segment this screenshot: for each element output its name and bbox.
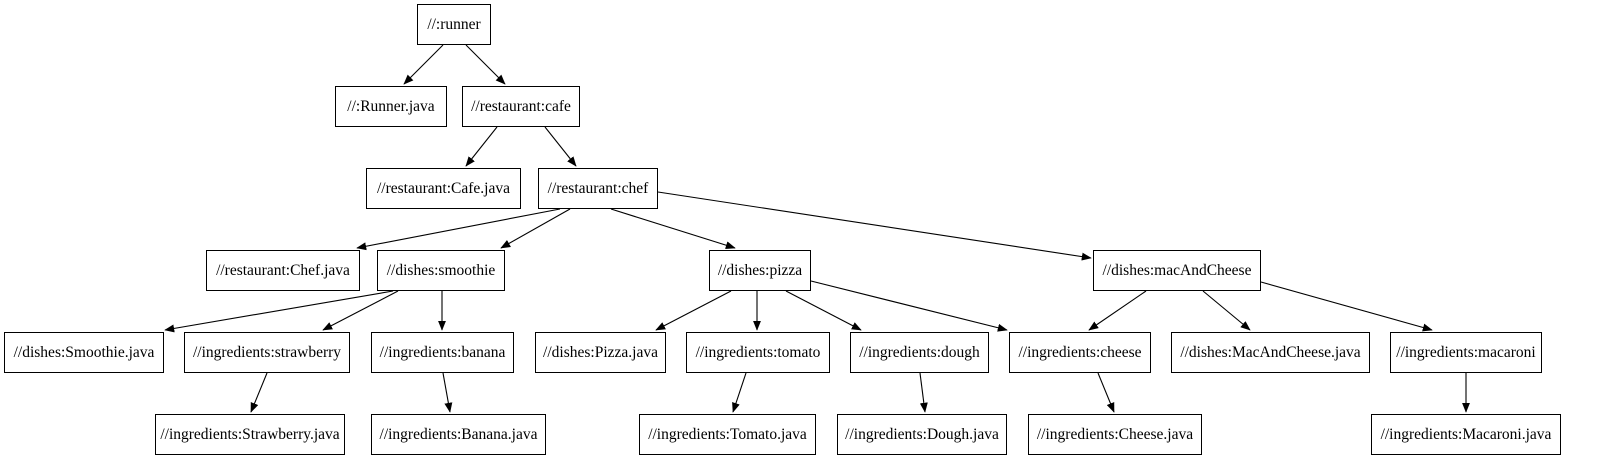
graph-edge: [164, 290, 394, 333]
graph-node-label: //:runner: [427, 15, 481, 33]
graph-node-label: //ingredients:Banana.java: [379, 425, 538, 443]
graph-node-cafe_java[interactable]: //restaurant:Cafe.java: [366, 168, 521, 209]
graph-node-label: //ingredients:Tomato.java: [648, 425, 807, 443]
graph-edge: [465, 126, 498, 167]
graph-node-label: //dishes:Smoothie.java: [13, 343, 155, 361]
graph-edge: [250, 372, 268, 413]
graph-node-runner_java[interactable]: //:Runner.java: [335, 86, 447, 127]
graph-node-label: //:Runner.java: [347, 97, 435, 115]
graph-edge: [1088, 290, 1147, 331]
graph-node-label: //ingredients:Dough.java: [845, 425, 999, 443]
graph-edge: [657, 191, 1092, 261]
graph-edge: [1260, 281, 1433, 332]
graph-node-chef_java[interactable]: //restaurant:Chef.java: [206, 250, 360, 291]
graph-edge: [403, 44, 444, 85]
graph-node-dough[interactable]: //ingredients:dough: [850, 332, 989, 373]
graph-node-label: //restaurant:cafe: [471, 97, 571, 115]
graph-node-dough_java[interactable]: //ingredients:Dough.java: [837, 414, 1007, 455]
graph-node-label: //dishes:pizza: [717, 261, 803, 279]
graph-node-banana[interactable]: //ingredients:banana: [371, 332, 514, 373]
graph-node-runner[interactable]: //:runner: [417, 4, 491, 45]
graph-edge: [919, 372, 928, 413]
graph-edge: [810, 280, 1008, 332]
graph-node-label: //ingredients:Cheese.java: [1036, 425, 1194, 443]
graph-node-strawberry[interactable]: //ingredients:strawberry: [184, 332, 350, 373]
graph-node-smoothie[interactable]: //dishes:smoothie: [377, 250, 505, 291]
graph-node-macandcheese[interactable]: //dishes:macAndCheese: [1093, 250, 1261, 291]
graph-edge: [442, 372, 453, 413]
graph-edge: [544, 126, 577, 167]
graph-node-label: //ingredients:cheese: [1018, 343, 1142, 361]
graph-node-label: //dishes:MacAndCheese.java: [1180, 343, 1361, 361]
graph-node-macandcheese_java[interactable]: //dishes:MacAndCheese.java: [1171, 332, 1370, 373]
graph-node-pizza[interactable]: //dishes:pizza: [709, 250, 811, 291]
graph-node-label: //ingredients:tomato: [695, 343, 821, 361]
graph-edge: [610, 208, 736, 250]
graph-node-banana_java[interactable]: //ingredients:Banana.java: [371, 414, 546, 455]
graph-node-pizza_java[interactable]: //dishes:Pizza.java: [535, 332, 666, 373]
graph-node-cheese_java[interactable]: //ingredients:Cheese.java: [1028, 414, 1202, 455]
graph-node-tomato[interactable]: //ingredients:tomato: [686, 332, 830, 373]
graph-node-label: //dishes:macAndCheese: [1102, 261, 1252, 279]
graph-edge: [356, 208, 561, 251]
graph-edge: [785, 290, 862, 331]
graph-node-macaroni_java[interactable]: //ingredients:Macaroni.java: [1371, 414, 1561, 455]
graph-edge: [1097, 372, 1115, 413]
graph-node-label: //restaurant:Cafe.java: [377, 179, 510, 197]
graph-node-smoothie_java[interactable]: //dishes:Smoothie.java: [4, 332, 164, 373]
graph-node-label: //ingredients:strawberry: [192, 343, 342, 361]
graph-edge: [465, 44, 506, 85]
graph-node-label: //ingredients:Macaroni.java: [1380, 425, 1552, 443]
graph-node-strawberry_java[interactable]: //ingredients:Strawberry.java: [155, 414, 345, 455]
graph-edge: [500, 208, 571, 249]
graph-node-label: //restaurant:Chef.java: [216, 261, 350, 279]
graph-node-label: //ingredients:banana: [379, 343, 506, 361]
graph-node-label: //ingredients:macaroni: [1396, 343, 1536, 361]
graph-node-cafe[interactable]: //restaurant:cafe: [462, 86, 580, 127]
graph-edge: [732, 372, 747, 413]
graph-node-cheese[interactable]: //ingredients:cheese: [1009, 332, 1151, 373]
graph-node-label: //dishes:smoothie: [386, 261, 496, 279]
graph-node-macaroni[interactable]: //ingredients:macaroni: [1390, 332, 1542, 373]
graph-edge: [322, 290, 399, 331]
graph-node-label: //ingredients:dough: [859, 343, 980, 361]
graph-edge: [655, 290, 732, 331]
graph-node-label: //ingredients:Strawberry.java: [160, 425, 340, 443]
graph-node-tomato_java[interactable]: //ingredients:Tomato.java: [639, 414, 816, 455]
graph-node-label: //dishes:Pizza.java: [543, 343, 658, 361]
graph-node-chef[interactable]: //restaurant:chef: [538, 168, 658, 209]
graph-edge: [1202, 290, 1251, 331]
graph-node-label: //restaurant:chef: [547, 179, 649, 197]
